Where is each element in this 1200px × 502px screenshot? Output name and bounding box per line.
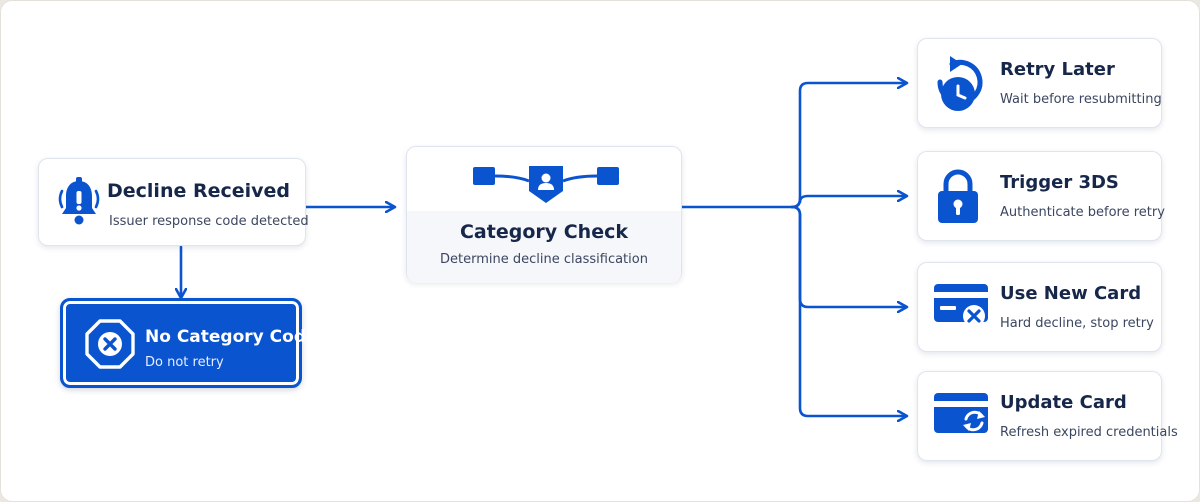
- card-x-icon: [932, 278, 992, 336]
- node-trigger-3ds: Trigger 3DS Authenticate before retry: [917, 151, 1165, 241]
- node-title: Category Check: [459, 221, 628, 243]
- edge-category-to-update: [790, 205, 906, 416]
- edge-category-to-3ds: [790, 196, 906, 209]
- edge-category-to-retry: [790, 83, 906, 209]
- node-category-check: Category Check Determine decline classif…: [406, 146, 682, 283]
- node-subtitle: Authenticate before retry: [1000, 205, 1165, 220]
- node-title: Decline Received: [107, 180, 291, 202]
- node-subtitle: Hard decline, stop retry: [1000, 316, 1154, 331]
- node-title: Trigger 3DS: [1000, 172, 1119, 193]
- node-update-card: Update Card Refresh expired credentials: [917, 371, 1178, 461]
- retry-clock-icon: [932, 54, 988, 118]
- node-title: Update Card: [1000, 392, 1127, 413]
- node-subtitle: Refresh expired credentials: [1000, 425, 1178, 440]
- padlock-icon: [932, 167, 984, 231]
- node-subtitle: Determine decline classification: [440, 252, 648, 267]
- node-subtitle: Issuer response code detected: [109, 214, 309, 229]
- branch-network-icon: [471, 161, 621, 211]
- stop-x-icon: [85, 319, 135, 373]
- node-retry-later: Retry Later Wait before resubmitting: [917, 38, 1162, 128]
- node-title: No Category Code: [145, 327, 318, 347]
- node-title: Retry Later: [1000, 59, 1115, 80]
- node-decline-received: Decline Received Issuer response code de…: [38, 158, 309, 246]
- card-refresh-icon: [932, 387, 992, 445]
- node-no-category-code: No Category Code Do not retry: [60, 298, 318, 388]
- edge-category-to-newcard: [790, 205, 906, 307]
- node-subtitle: Do not retry: [145, 355, 224, 370]
- node-title: Use New Card: [1000, 283, 1142, 304]
- node-body: [407, 211, 681, 283]
- alert-bell-icon: [57, 177, 101, 231]
- node-use-new-card: Use New Card Hard decline, stop retry: [917, 262, 1162, 352]
- node-subtitle: Wait before resubmitting: [1000, 92, 1162, 107]
